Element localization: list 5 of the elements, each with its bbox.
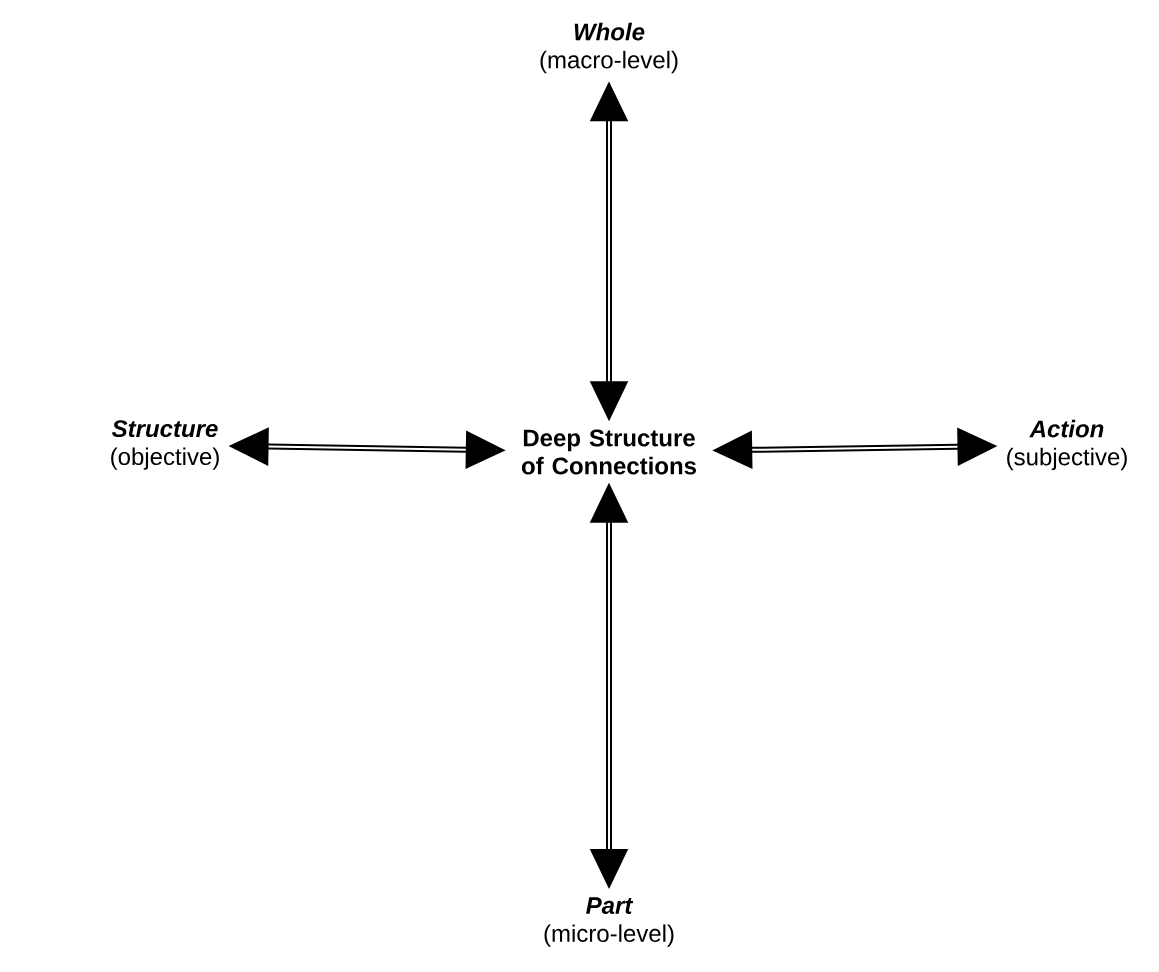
pole-label: Action (subjective)	[1007, 419, 1127, 471]
center-label: Deep Structure of Connections	[521, 429, 696, 475]
pole-label: Part (micro-level)	[544, 897, 674, 947]
pole-label: Structure (objective)	[111, 420, 219, 470]
pole-label: Whole (macro-level)	[540, 22, 678, 74]
